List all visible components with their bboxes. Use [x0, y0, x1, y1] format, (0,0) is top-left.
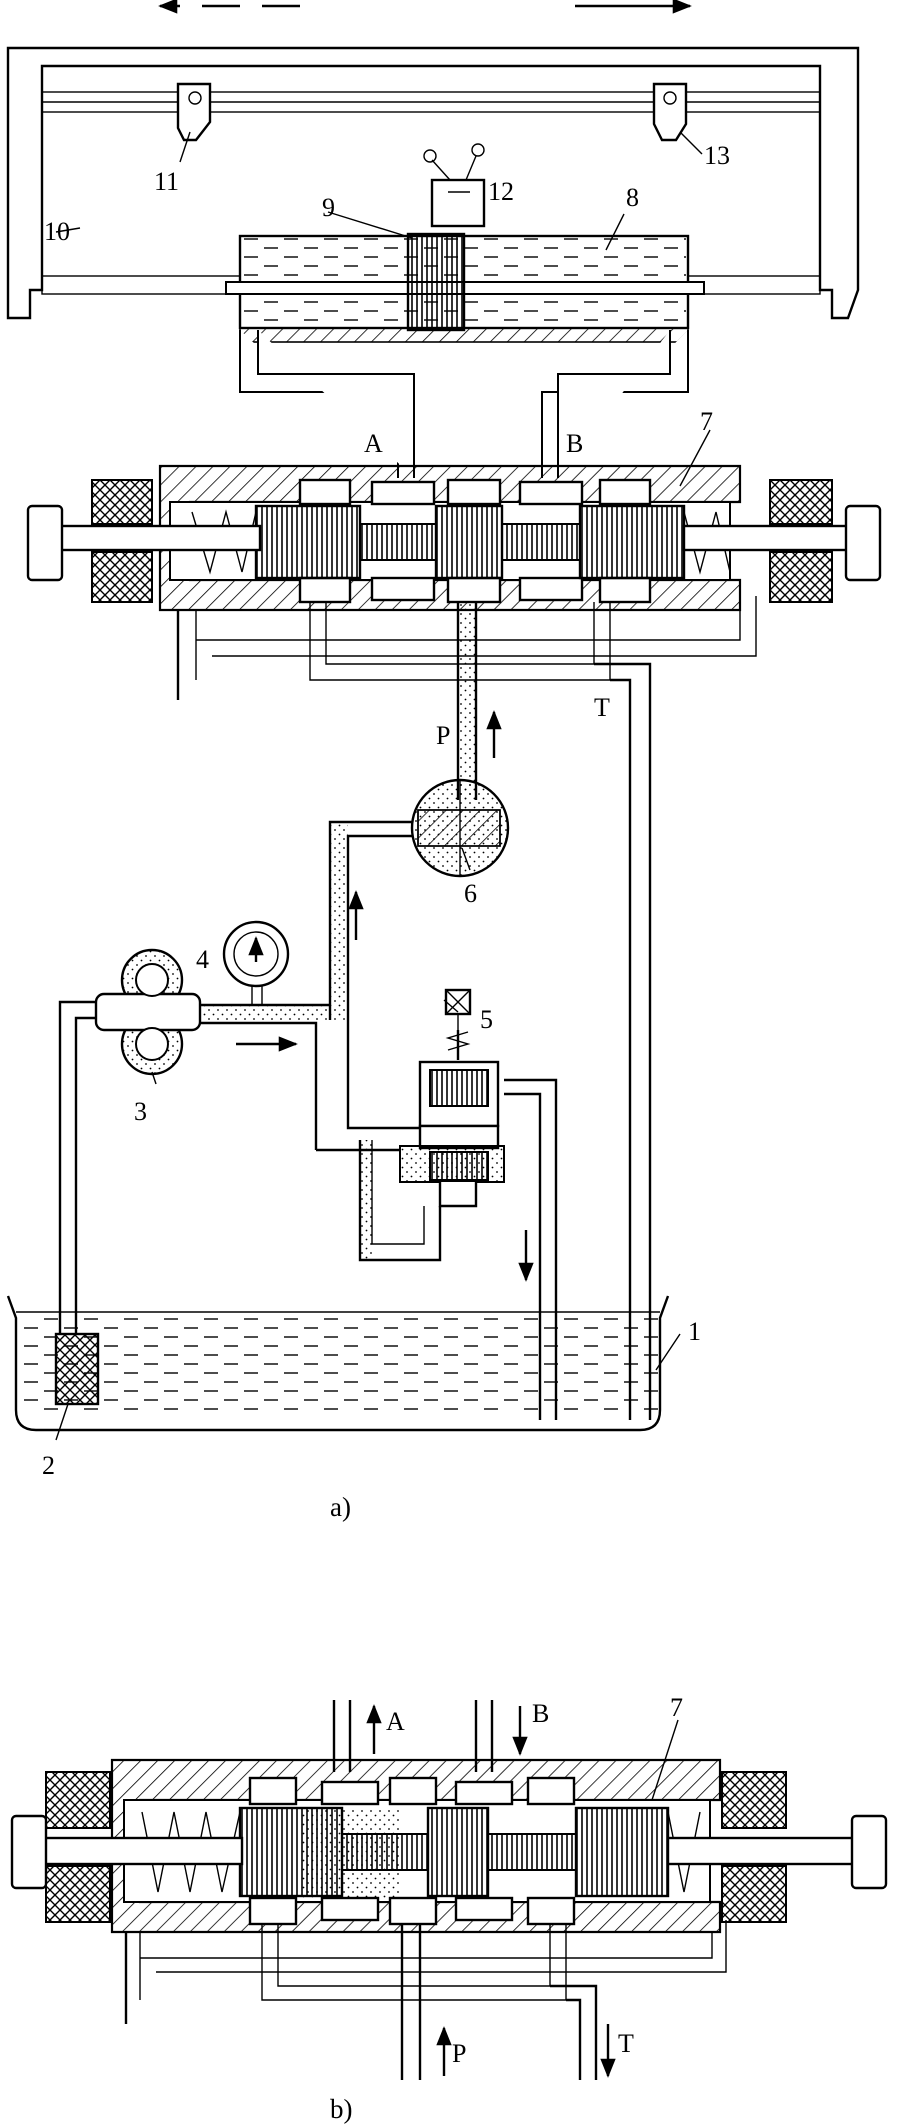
label-5: 5: [480, 1005, 493, 1034]
part-labels-a: 10 11 13 12 9 8 A B 7 P T 6 4 5 3 1 2: [42, 141, 730, 1480]
label-11: 11: [154, 167, 179, 196]
label-4: 4: [196, 945, 209, 974]
label-7-b: 7: [670, 1693, 683, 1722]
port-label-p-b: P: [452, 2039, 466, 2068]
stop-dog-left: [176, 82, 212, 142]
oil-filter: [54, 1332, 100, 1406]
caption-b: b): [330, 2094, 353, 2124]
label-12: 12: [488, 177, 514, 206]
port-label-b: B: [566, 429, 583, 458]
supply-lines: [200, 820, 420, 1152]
throttle-valve: [410, 778, 510, 878]
cylinder-to-valve-lines: [239, 330, 689, 478]
port-label-b-b: B: [532, 1699, 549, 1728]
caption-a: a): [330, 1492, 351, 1522]
travel-switch: [423, 143, 486, 228]
port-label-t: T: [594, 693, 610, 722]
label-2: 2: [42, 1451, 55, 1480]
directional-valve-a: [26, 464, 882, 700]
label-8: 8: [626, 183, 639, 212]
port-label-a: A: [364, 429, 383, 458]
leader-lines-a: [55, 131, 711, 1441]
leader-lines-b: [651, 1719, 679, 1801]
label-7: 7: [700, 407, 713, 436]
label-13: 13: [704, 141, 730, 170]
stop-dog-right: [652, 82, 688, 142]
directional-valve-b: [10, 1700, 888, 2080]
piston: [406, 232, 466, 332]
pressure-line-p: [456, 602, 502, 800]
label-9: 9: [322, 193, 335, 222]
label-6: 6: [464, 879, 477, 908]
suction-line: [58, 1000, 96, 1334]
oil-tank: [6, 1295, 670, 1432]
pressure-gauge: [222, 920, 290, 1005]
label-10: 10: [44, 217, 70, 246]
port-label-a-b: A: [386, 1707, 405, 1736]
part-labels-b: A B 7 P T: [386, 1693, 683, 2068]
gear-pump: [94, 948, 202, 1076]
port-label-p: P: [436, 721, 450, 750]
label-1: 1: [688, 1317, 701, 1346]
label-3: 3: [134, 1097, 147, 1126]
port-label-t-b: T: [618, 2029, 634, 2058]
